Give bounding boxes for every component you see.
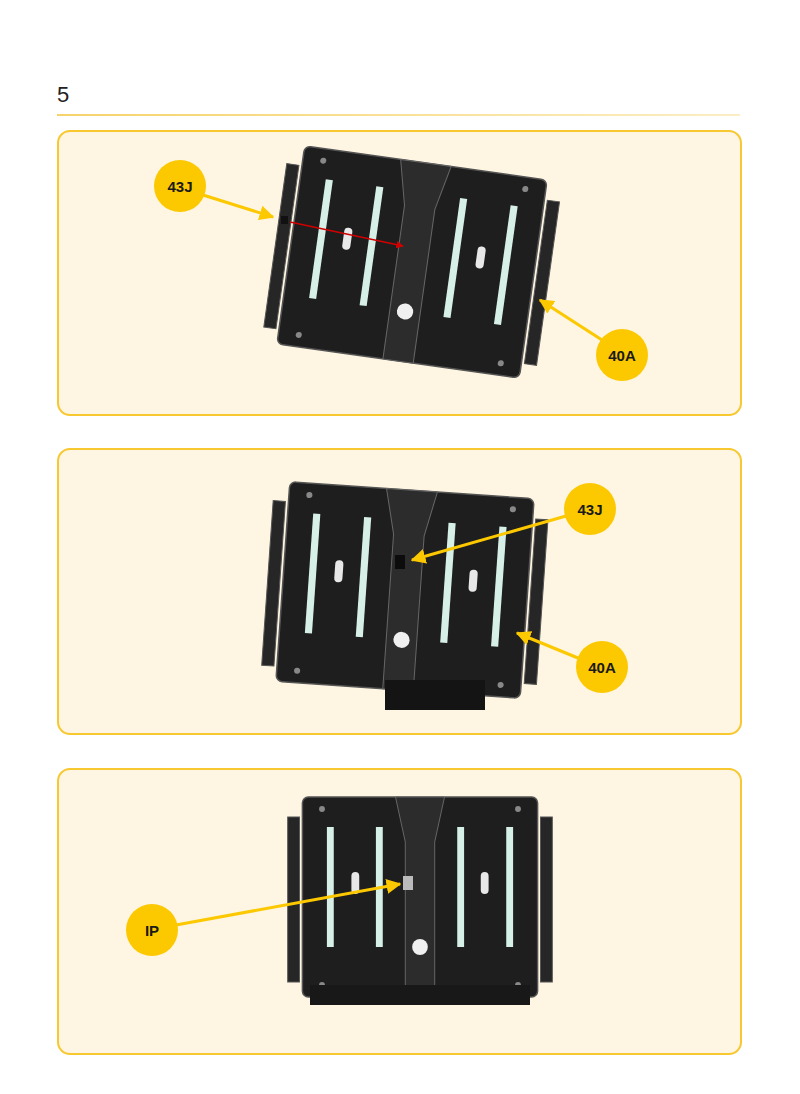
callout-circle: 40A	[596, 329, 648, 381]
step-number: 5	[57, 82, 69, 108]
callout-label: 43J	[577, 501, 602, 518]
callout-label: IP	[145, 922, 159, 939]
callout-circle: 43J	[154, 160, 206, 212]
callout-circle: 40A	[576, 641, 628, 693]
callout-circle: IP	[126, 904, 178, 956]
callout-label: 43J	[167, 178, 192, 195]
callout-label: 40A	[588, 659, 616, 676]
callout-label: 40A	[608, 347, 636, 364]
callout-circle: 43J	[564, 483, 616, 535]
